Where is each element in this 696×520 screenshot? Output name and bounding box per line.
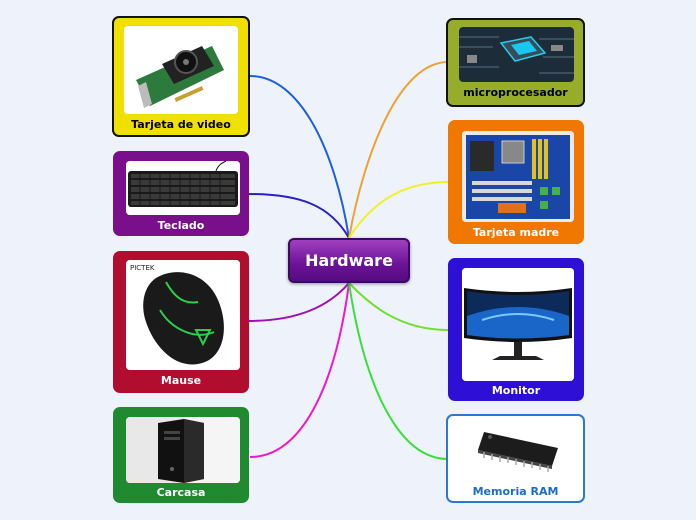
node-mause[interactable]: PICTEK Mause: [113, 251, 249, 393]
node-label: Tarjeta madre: [472, 226, 560, 239]
cpu-icon: [459, 27, 574, 82]
node-label: Teclado: [157, 219, 205, 232]
node-tarjeta-de-video[interactable]: Tarjeta de video: [112, 16, 250, 137]
connector-tarjeta-de-video: [249, 75, 350, 239]
connector-mause: [247, 282, 350, 322]
connector-monitor: [348, 282, 449, 331]
brand-text: PICTEK: [130, 264, 155, 272]
connector-memoria-ram: [348, 282, 449, 460]
node-memoria-ram[interactable]: Memoria RAM: [446, 414, 585, 503]
node-label: Mause: [160, 374, 202, 387]
node-label: Memoria RAM: [472, 485, 559, 498]
monitor-icon: [462, 268, 574, 381]
node-label: microprocesador: [463, 86, 568, 99]
connector-carcasa: [249, 282, 350, 458]
node-label: Carcasa: [156, 486, 206, 499]
node-microprocesador[interactable]: microprocesador: [446, 18, 585, 107]
pc-case-icon: [126, 417, 240, 483]
node-label: Monitor: [491, 384, 541, 397]
node-label: Tarjeta de video: [131, 118, 231, 131]
ram-chip-icon: [460, 422, 573, 478]
graphics-card-icon: [124, 26, 238, 114]
node-carcasa[interactable]: Carcasa: [113, 407, 249, 503]
central-topic-hardware[interactable]: Hardware: [288, 238, 410, 283]
node-monitor[interactable]: Monitor: [448, 258, 584, 401]
connector-tarjeta-madre: [348, 181, 449, 239]
keyboard-icon: [126, 161, 240, 215]
node-tarjeta-madre[interactable]: Tarjeta madre: [448, 120, 584, 244]
connector-teclado: [247, 193, 350, 239]
connector-microprocesador: [348, 61, 449, 239]
motherboard-icon: [462, 131, 574, 222]
mouse-icon: PICTEK: [126, 260, 240, 370]
node-teclado[interactable]: Teclado: [113, 151, 249, 236]
